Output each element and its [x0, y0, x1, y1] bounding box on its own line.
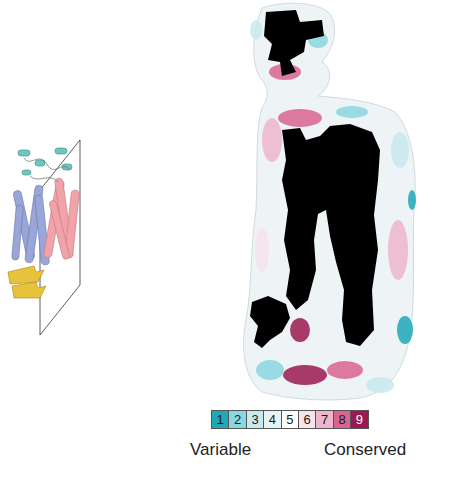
scale-number: 1 [217, 413, 224, 426]
scale-end-label: Conserved [324, 440, 406, 460]
scale-number: 2 [234, 413, 241, 426]
scale-swatch: 5 [281, 410, 299, 429]
scale-end-label: Variable [190, 440, 251, 460]
cartoon-inset [8, 140, 80, 335]
scale-number: 5 [286, 413, 293, 426]
scale-swatch: 8 [333, 410, 351, 429]
scale-swatch: 1 [211, 410, 229, 429]
scale-swatch: 4 [263, 410, 281, 429]
scale-number: 9 [356, 413, 363, 426]
scale-swatch: 2 [228, 410, 246, 429]
scale-number: 8 [338, 413, 345, 426]
scale-swatch: 3 [246, 410, 264, 429]
scale-number: 3 [251, 413, 258, 426]
scale-swatch: 6 [298, 410, 316, 429]
scale-swatch: 7 [315, 410, 333, 429]
scale-number: 7 [321, 413, 328, 426]
scale-number: 4 [269, 413, 276, 426]
scale-number: 6 [304, 413, 311, 426]
conservation-surface [244, 3, 416, 400]
scale-swatch: 9 [350, 410, 368, 429]
